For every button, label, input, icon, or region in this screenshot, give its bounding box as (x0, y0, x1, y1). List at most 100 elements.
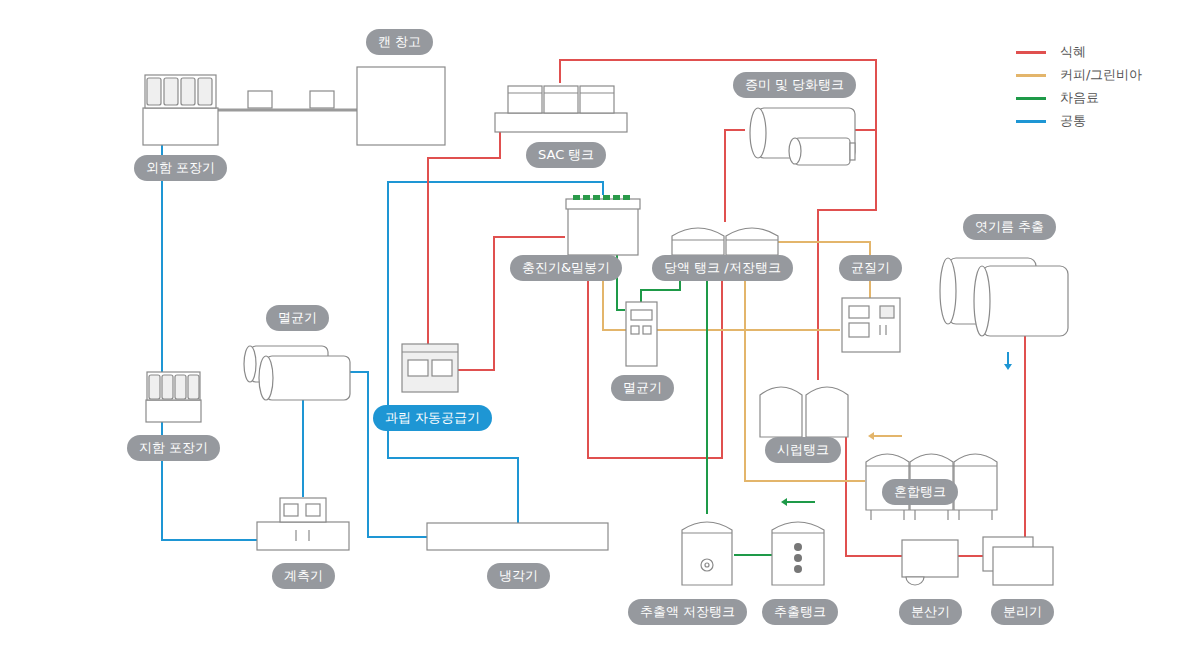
sterilizer (244, 346, 350, 400)
saccharification-tank (750, 108, 855, 165)
granule-feeder (408, 360, 428, 376)
equipment-label: 혼합탱크 (882, 479, 958, 505)
saccharification-tank (789, 138, 801, 164)
pipe-line (745, 255, 865, 481)
granule-feeder (432, 360, 452, 376)
filler-sealer (593, 195, 600, 200)
carton-packer (146, 372, 201, 422)
outer-case-packer (145, 75, 216, 108)
meter (257, 498, 349, 550)
equipment-node: 과립 자동공급기 (402, 344, 458, 392)
equipment-node: 분산기 (902, 540, 958, 585)
equipment-label: 증미 및 당화탱크 (733, 72, 856, 98)
saccharification-tank (850, 143, 855, 160)
extract-storage-tank (682, 522, 732, 585)
pipe-line (302, 400, 304, 497)
extraction-tank (772, 532, 824, 533)
carton-packer (175, 375, 186, 399)
carton-packer (147, 372, 200, 400)
sterilizer (259, 356, 273, 400)
legend-swatch (1016, 97, 1046, 100)
meter (280, 498, 326, 522)
sac-tank (544, 86, 578, 113)
filler-sealer (573, 195, 580, 200)
granule-feeder (402, 344, 458, 392)
meter (306, 504, 320, 516)
extraction-tank (772, 522, 824, 585)
meter (308, 530, 309, 541)
disperser (902, 540, 958, 577)
equipment-label: 외함 포장기 (134, 155, 227, 181)
outer-case-packer (164, 78, 178, 105)
mixing-tank (866, 465, 997, 466)
equipment-label: 균질기 (839, 255, 902, 281)
sac-tank (508, 92, 542, 93)
saccharification-tank (750, 108, 766, 158)
homogenizer (849, 323, 869, 337)
legend-text: 식혜 (1060, 43, 1086, 61)
sterilizer (643, 326, 651, 334)
cooler (427, 523, 608, 550)
sugar-storage-tank (672, 239, 724, 240)
filler-sealer (566, 195, 640, 255)
sac-tank (580, 92, 614, 93)
equipment-node: 혼합탱크 (865, 450, 998, 520)
filler-sealer (583, 195, 590, 200)
equipment-node: 외함 포장기 (143, 75, 218, 145)
equipment-label: 과립 자동공급기 (373, 405, 492, 431)
sterilizer (626, 302, 657, 366)
malt-extraction-tank (940, 258, 1068, 336)
equipment-node: 추출탱크 (772, 514, 826, 585)
equipment-node: 분리기 (983, 537, 1053, 585)
extraction-tank (794, 554, 802, 562)
sac-tank (495, 86, 627, 132)
equipment-label: 지함 포장기 (127, 435, 220, 461)
mixing-tank (991, 510, 992, 520)
flow-arrow (1004, 352, 1012, 370)
meter (257, 522, 349, 550)
filler-sealer (566, 199, 640, 209)
extract-storage-tank (682, 532, 732, 533)
pipe-line (428, 132, 500, 344)
legend-text: 공통 (1060, 112, 1086, 130)
mixing-tank (954, 454, 997, 510)
extract-storage-tank (705, 563, 709, 567)
equipment-label: 추출탱크 (762, 599, 838, 625)
mixing-tank (958, 510, 959, 520)
equipment-node: 엿기름 추출 (940, 258, 1068, 336)
carton-packer (162, 375, 173, 399)
equipment-label: 추출액 저장탱크 (628, 599, 747, 625)
outer-case-packer (143, 108, 218, 145)
homogenizer (842, 298, 900, 352)
syrup-tank (806, 387, 848, 437)
extraction-tank (794, 543, 802, 551)
pipe-line (706, 255, 708, 514)
legend-swatch (1016, 120, 1046, 123)
extraction-tank (772, 522, 824, 585)
flow-arrow (1004, 364, 1012, 370)
flow-arrow (868, 432, 874, 440)
pipe-line (725, 130, 745, 222)
syrup-tank (760, 387, 802, 437)
flow-arrow (1007, 352, 1009, 364)
pipe-line (734, 554, 772, 556)
carton-packer (188, 375, 199, 399)
homogenizer (849, 306, 869, 318)
pipe-line (958, 555, 983, 557)
equipment-node: 당액 탱크 /저장탱크 (670, 222, 778, 255)
flow-arrow (787, 501, 815, 503)
cooler (427, 523, 608, 550)
sugar-storage-tank (726, 228, 778, 255)
outer-case-packer (147, 78, 161, 105)
flow-arrow (874, 435, 902, 437)
equipment-label: 당액 탱크 /저장탱크 (652, 255, 793, 281)
disperser (902, 540, 958, 585)
saccharification-tank (795, 138, 850, 165)
equipment-node: 시럽탱크 (758, 380, 848, 437)
equipment-label: 계측기 (272, 563, 335, 589)
carton-packer (149, 375, 160, 399)
conveyor-box (310, 91, 334, 108)
sac-tank (544, 92, 578, 93)
mixing-tank (870, 510, 871, 520)
